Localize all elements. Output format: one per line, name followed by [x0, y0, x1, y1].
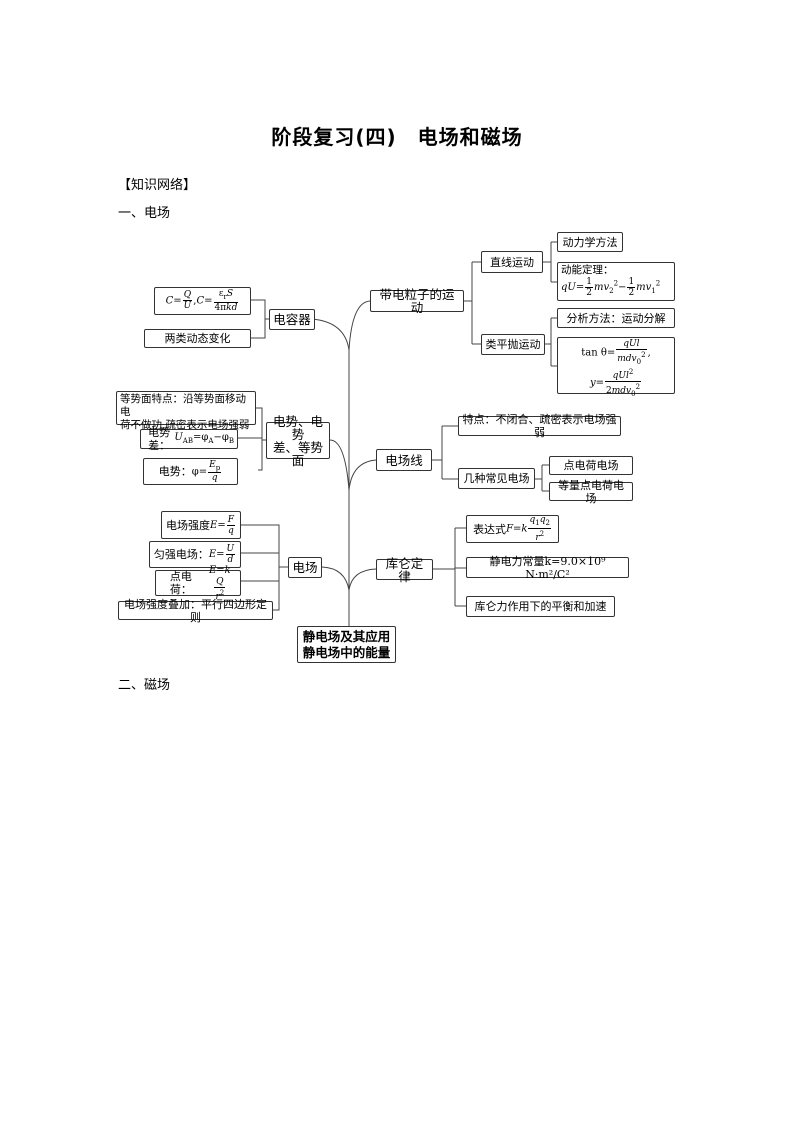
potential-node-line-2: 差、等势面 — [272, 439, 323, 468]
root-line-2: 静电场中的能量 — [302, 644, 391, 660]
section-magnetic-field-heading: 二、磁场 — [118, 678, 171, 693]
equipotential-feature-box: 等势面特点：沿等势面移动电 荷不做功,疏密表示电场强弱 — [116, 391, 256, 431]
point-charge-field-box: 点电荷电场 — [549, 456, 633, 475]
uniform-field-label: 匀强电场： — [153, 548, 209, 561]
knowledge-network-heading: 【知识网络】 — [118, 178, 197, 193]
point-charge-label: 点电荷： — [169, 570, 192, 596]
field-intensity-label: 电场强度 — [166, 518, 211, 532]
potential-difference-label: 电势差： — [148, 426, 171, 452]
straight-motion-node: 直线运动 — [481, 251, 543, 273]
superposition-box: 电场强度叠加：平行四边形定则 — [118, 598, 273, 624]
dynamic-change-box: 两类动态变化 — [144, 329, 251, 348]
potential-node-line-1: 电势、电势 — [272, 413, 323, 442]
equipotential-line-1: 等势面特点：沿等势面移动电 — [120, 393, 246, 418]
dynamics-method-box: 动力学方法 — [557, 232, 623, 252]
common-fields-node: 几种常见电场 — [458, 468, 535, 489]
coulomb-balance-box: 库仑力作用下的平衡和加速 — [466, 596, 615, 617]
electric-field-node: 电场 — [288, 557, 322, 578]
page-title: 阶段复习(四) 电场和磁场 — [271, 125, 523, 149]
equal-charges-field-box: 等量点电荷电场 — [549, 479, 633, 505]
field-line-node: 电场线 — [376, 449, 432, 471]
potential-label: 电势： — [158, 465, 192, 478]
root-line-1: 静电场及其应用 — [302, 628, 391, 644]
potential-difference-box: 电势差： UAB=φA−φB — [140, 426, 238, 452]
particle-motion-node: 带电粒子的运动 — [370, 288, 464, 314]
capacitor-node: 电容器 — [269, 309, 315, 330]
kinetic-energy-title: 动能定理： — [561, 264, 614, 276]
root-node: 静电场及其应用 静电场中的能量 — [297, 626, 396, 663]
projectile-motion-node: 类平抛运动 — [481, 334, 545, 355]
coulomb-constant-box: 静电力常量k=9.0×10⁹ N·m²/C² — [466, 555, 629, 581]
potential-node: 电势、电势 差、等势面 — [266, 415, 330, 467]
analysis-method-box: 分析方法：运动分解 — [557, 308, 675, 328]
section-electric-field-heading: 一、电场 — [118, 206, 171, 221]
equipotential-line-2: 荷不做功,疏密表示电场强弱 — [120, 419, 250, 431]
coulomb-expression-label: 表达式 — [473, 522, 507, 536]
field-line-feature-box: 特点：不闭合、疏密表示电场强弱 — [458, 413, 621, 439]
potential-difference-formula: UAB=φA−φB — [174, 431, 234, 445]
coulomb-law-node: 库仑定律 — [376, 557, 433, 583]
